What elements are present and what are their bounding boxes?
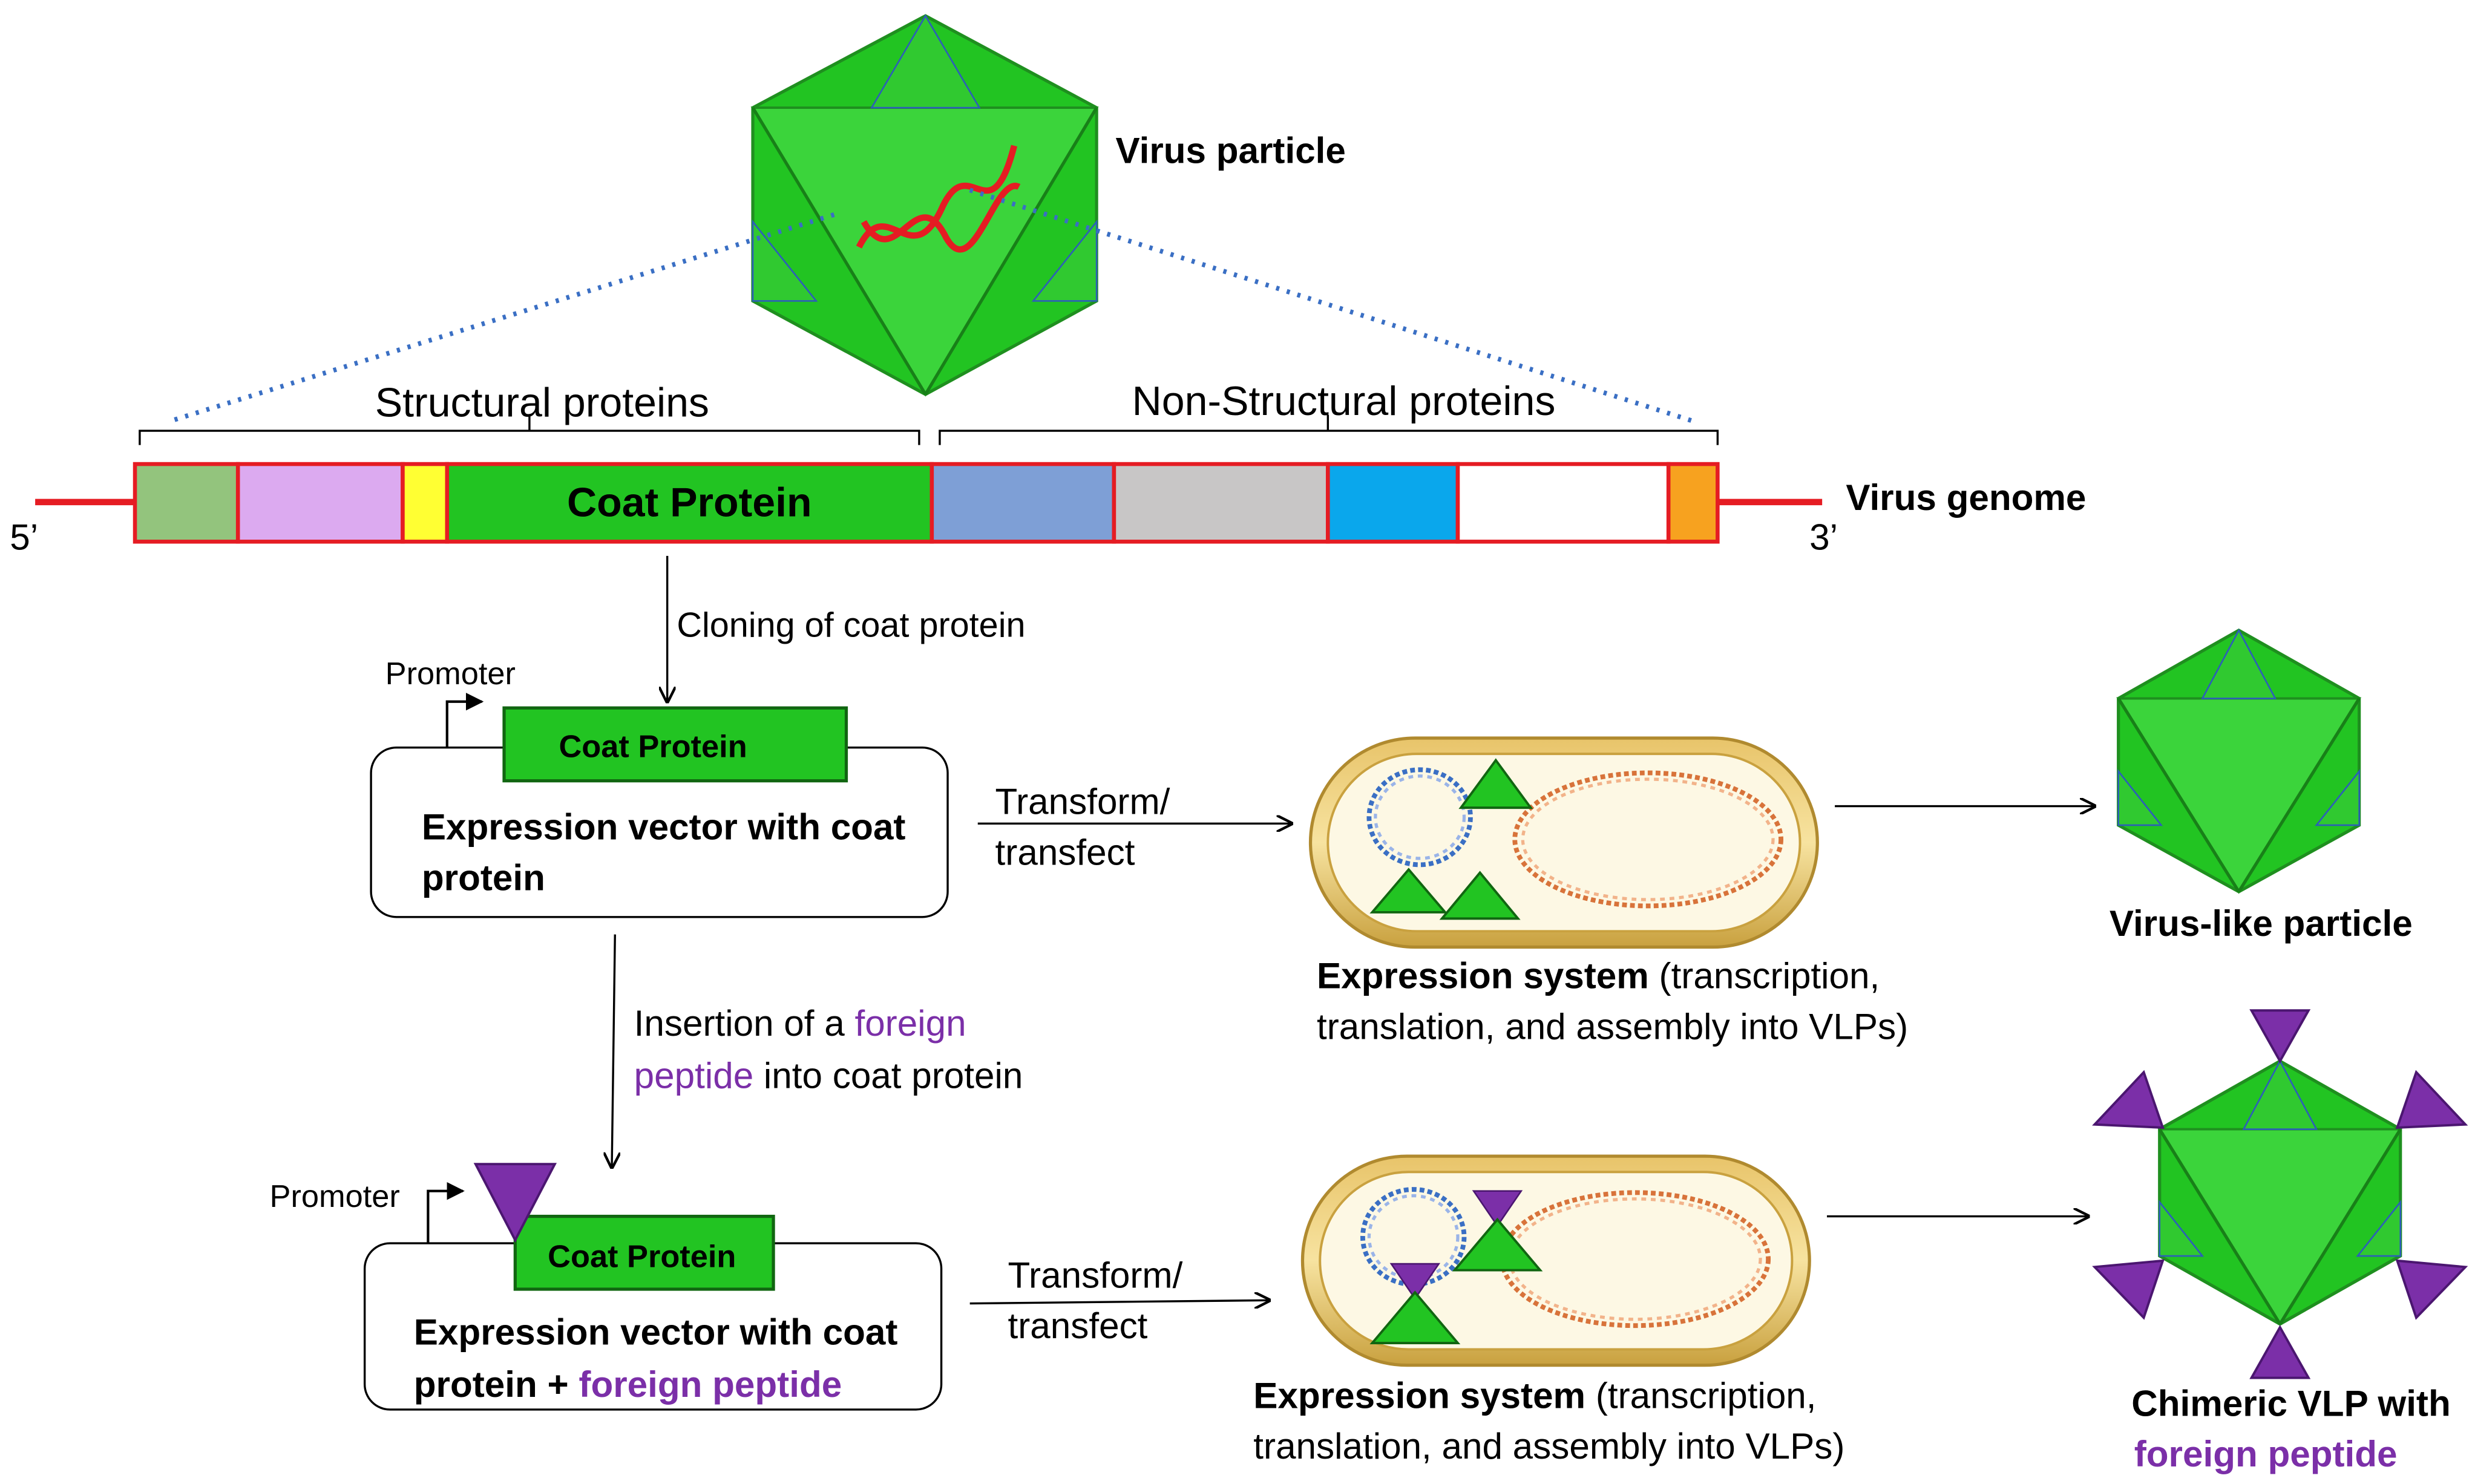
vector-1-line-1: Expression vector with coat <box>422 806 906 848</box>
genome-braces <box>139 414 1719 445</box>
transform-label-2b: transfect <box>1008 1305 1148 1346</box>
coat-protein-gene-1 <box>502 706 848 783</box>
expression-1-title: Expression system (transcription, <box>1317 955 1880 996</box>
virus-particle <box>750 14 1099 397</box>
promoter-arrow-2 <box>427 1182 465 1244</box>
coat-protein-gene-1-label: Coat Protein <box>559 729 747 764</box>
genome-segment-8 <box>1666 462 1720 544</box>
virus-genome-label: Virus genome <box>1846 477 2086 518</box>
chimeric-vlp-label-line-2: foreign peptide <box>2134 1433 2398 1474</box>
vector-2-line-1: Expression vector with coat <box>414 1312 898 1353</box>
promoter-label-1: Promoter <box>385 656 516 691</box>
transform-label-1b: transfect <box>995 831 1135 872</box>
vector-1-line-2: protein <box>422 857 545 898</box>
genome-segment-6 <box>1326 462 1460 544</box>
genome-segment-4 <box>445 462 934 544</box>
chimeric-vlp <box>2157 1059 2403 1327</box>
chimeric-vlp-label-line-1: Chimeric VLP with <box>2131 1382 2450 1424</box>
virus-like-particle <box>2116 628 2362 894</box>
coat-protein-segment-label: Coat Protein <box>567 479 812 525</box>
foreign-peptide-insert <box>473 1163 557 1243</box>
cloning-label: Cloning of coat protein <box>677 606 1025 644</box>
genome-segment-5 <box>1112 462 1330 544</box>
vector-2-line-2: protein + foreign peptide <box>414 1364 842 1405</box>
genome-coat-protein-segment <box>929 462 1116 544</box>
transform-label-1a: Transform/ <box>995 781 1170 822</box>
expression-2-detail: translation, and assembly into VLPs) <box>1253 1425 1844 1466</box>
coat-protein-gene-2-label: Coat Protein <box>548 1239 736 1274</box>
genome-segment-7 <box>1455 462 1671 544</box>
five-prime-label: 5’ <box>10 516 38 557</box>
structural-proteins-label: Structural proteins <box>375 380 709 426</box>
three-prime-label: 3’ <box>1809 516 1838 557</box>
genome-segment-1 <box>133 462 240 544</box>
promoter-arrow-1 <box>445 693 484 748</box>
promoter-label-2: Promoter <box>270 1179 400 1214</box>
insertion-label-line-1: Insertion of a foreign <box>634 1002 966 1044</box>
expression-cell-1 <box>1308 736 1819 949</box>
chimeric-vlp-peptides <box>2092 1009 2468 1379</box>
expression-2-title: Expression system (transcription, <box>1253 1374 1816 1416</box>
dna-helix <box>856 145 1021 253</box>
genome-segment-3 <box>401 462 450 544</box>
insertion-arrow <box>612 934 615 1168</box>
genome-segment-2 <box>235 462 405 544</box>
nonstructural-proteins-label: Non-Structural proteins <box>1132 378 1556 424</box>
insertion-label-line-2: peptide into coat protein <box>634 1055 1023 1096</box>
genome-bar <box>133 462 1720 544</box>
vlp-label: Virus-like particle <box>2110 903 2413 944</box>
expression-1-detail: translation, and assembly into VLPs) <box>1317 1005 1908 1047</box>
expression-cell-2 <box>1300 1154 1811 1367</box>
transform-arrow-2 <box>969 1300 1270 1303</box>
virus-particle-label: Virus particle <box>1116 130 1346 171</box>
guide-line-left <box>174 211 838 422</box>
coat-protein-gene-2 <box>513 1214 775 1291</box>
transform-label-2a: Transform/ <box>1008 1254 1183 1295</box>
